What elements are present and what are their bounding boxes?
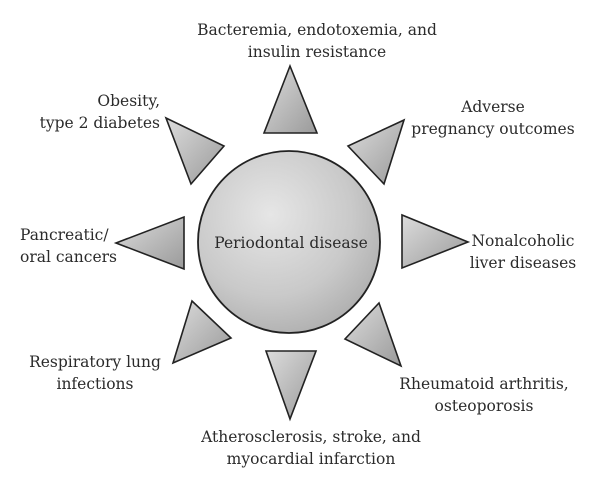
label-bottom-left-line1: Respiratory lung <box>29 353 161 371</box>
label-bottom-right: Rheumatoid arthritis, osteoporosis <box>399 373 568 417</box>
label-left-line1: Pancreatic/ <box>20 226 109 244</box>
label-top-right-line2: pregnancy outcomes <box>411 120 575 138</box>
ray-top-right <box>346 118 406 186</box>
ray-bottom-left <box>171 299 233 365</box>
label-bottom-left-line2: infections <box>56 375 134 393</box>
ray-top <box>262 63 319 134</box>
label-top: Bacteremia, endotoxemia, and insulin res… <box>197 19 437 63</box>
label-right-line1: Nonalcoholic <box>471 232 575 250</box>
ray-bottom <box>264 350 318 422</box>
ray-left <box>113 215 185 271</box>
label-right-line2: liver diseases <box>469 254 577 272</box>
label-bottom-right-line2: osteoporosis <box>434 397 534 415</box>
label-bottom-right-line1: Rheumatoid arthritis, <box>399 375 569 393</box>
label-bottom-line1: Atherosclerosis, stroke, and <box>201 428 421 446</box>
label-top-line1: Bacteremia, endotoxemia, and <box>197 21 437 39</box>
center-circle <box>197 150 381 334</box>
label-left: Pancreatic/ oral cancers <box>20 224 117 268</box>
ray-right <box>401 213 471 270</box>
label-right: Nonalcoholic liver diseases <box>470 230 577 274</box>
label-bottom-line2: myocardial infarction <box>226 450 396 468</box>
label-top-left: Obesity, type 2 diabetes <box>40 90 160 134</box>
ray-top-left <box>164 116 226 186</box>
label-top-line2: insulin resistance <box>247 43 387 61</box>
label-top-left-line2: type 2 diabetes <box>39 114 160 132</box>
label-left-line2: oral cancers <box>20 248 117 266</box>
label-top-right: Adverse pregnancy outcomes <box>411 96 574 140</box>
ray-bottom-right <box>343 301 403 368</box>
label-top-right-line1: Adverse <box>461 98 525 116</box>
center-label: Periodontal disease <box>214 232 368 254</box>
label-bottom-left: Respiratory lung infections <box>29 351 161 395</box>
center-label-text: Periodontal disease <box>214 234 368 252</box>
label-bottom: Atherosclerosis, stroke, and myocardial … <box>201 426 421 470</box>
label-top-left-line1: Obesity, <box>97 92 160 110</box>
